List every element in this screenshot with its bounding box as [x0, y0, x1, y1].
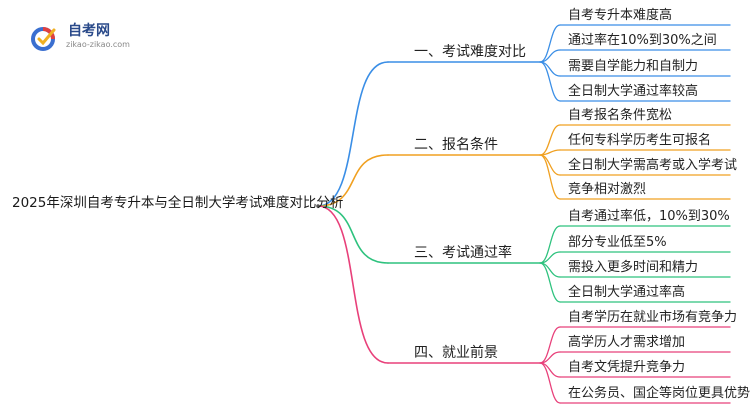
- leaf-topic: 全日制大学通过率高: [568, 285, 686, 300]
- branch-connector-3: [317, 205, 389, 264]
- leaf-connector: [539, 262, 561, 303]
- logo-title: 自考网: [68, 23, 110, 39]
- leaf-topic: 自考学历在就业市场有竞争力: [568, 310, 738, 325]
- branch-topic-2: 二、报名条件: [414, 137, 498, 153]
- logo-subtitle: zikao-zikao.com: [66, 40, 130, 49]
- leaf-topic: 部分专业低至5%: [568, 235, 667, 250]
- leaf-topic: 自考通过率低，10%到30%: [568, 209, 730, 224]
- leaf-topic: 全日制大学通过率较高: [568, 84, 699, 99]
- leaf-topic: 高学历人才需求增加: [568, 335, 686, 350]
- leaf-connector: [539, 362, 561, 404]
- leaf-topic: 自考文凭提升竞争力: [568, 360, 686, 375]
- leaf-connector: [539, 124, 561, 156]
- branch-topic-1: 一、考试难度对比: [414, 44, 526, 60]
- branch-connector-1: [317, 61, 389, 207]
- branch-connector-2: [317, 154, 389, 207]
- logo-mark-icon: [31, 27, 56, 51]
- leaf-topic: 自考专升本难度高: [568, 8, 673, 23]
- branch-topic-4: 四、就业前景: [414, 345, 498, 361]
- site-logo[interactable]: 自考网 zikao-zikao.com: [30, 22, 150, 52]
- leaf-topic: 需投入更多时间和精力: [568, 260, 699, 275]
- branch-connector-4: [317, 205, 389, 364]
- leaf-connector: [539, 154, 561, 200]
- leaf-connector: [539, 61, 561, 102]
- leaf-connector: [539, 225, 561, 264]
- leaf-topic: 任何专科学历考生可报名: [568, 133, 712, 148]
- leaf-connector: [539, 24, 561, 63]
- leaf-topic: 需要自学能力和自制力: [568, 59, 699, 74]
- leaf-topic: 自考报名条件宽松: [568, 108, 673, 123]
- leaf-topic: 竞争相对激烈: [568, 182, 647, 197]
- branch-topic-3: 三、考试通过率: [414, 245, 512, 261]
- leaf-topic: 通过率在10%到30%之间: [568, 33, 717, 48]
- leaf-topic: 在公务员、国企等岗位更具优势: [568, 386, 750, 401]
- root-connector-dot: [316, 204, 320, 208]
- leaf-connector: [539, 154, 561, 176]
- leaf-connector: [539, 326, 561, 364]
- leaf-topic: 全日制大学需高考或入学考试: [568, 158, 738, 173]
- root-topic: 2025年深圳自考专升本与全日制大学考试难度对比分析: [12, 195, 344, 211]
- leaf-connector: [539, 149, 561, 156]
